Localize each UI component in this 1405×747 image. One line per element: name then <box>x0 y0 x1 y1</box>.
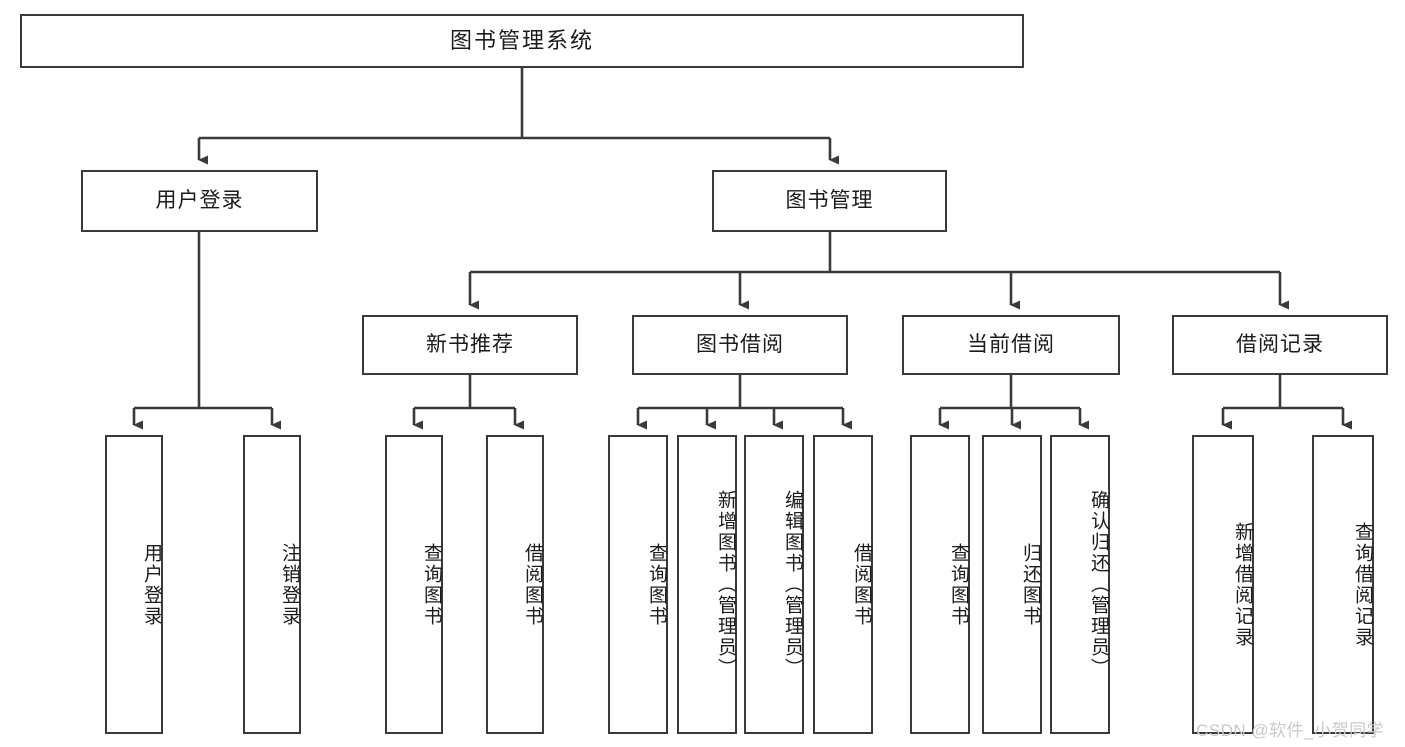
edges-userlogin-to-leaves <box>132 232 281 430</box>
node-leaf-borrow-book-newbook[interactable]: 借阅图书 <box>486 435 544 734</box>
node-leaf-add-borrow-record[interactable]: 新增借阅记录 <box>1192 435 1254 734</box>
edges-borrowrecord-to-leaves <box>1221 375 1352 430</box>
node-leaf-label: 查询图书 <box>646 542 667 627</box>
node-new-book-recommend[interactable]: 新书推荐 <box>362 315 578 375</box>
node-leaf-query-book-current[interactable]: 查询图书 <box>910 435 970 734</box>
node-leaf-label: 确认归还（管理员） <box>1088 490 1109 679</box>
node-leaf-label: 归还图书 <box>1020 542 1041 627</box>
node-leaf-confirm-return-admin[interactable]: 确认归还（管理员） <box>1050 435 1110 734</box>
node-leaf-label: 新增借阅记录 <box>1232 521 1253 648</box>
edges-bookborrow-to-leaves <box>636 375 852 430</box>
node-leaf-label: 查询借阅记录 <box>1352 521 1373 648</box>
node-leaf-query-book-borrow[interactable]: 查询图书 <box>608 435 668 734</box>
edges-currentborrow-to-leaves <box>938 375 1089 430</box>
edges-newbook-to-leaves <box>412 375 524 430</box>
node-leaf-query-book-newbook[interactable]: 查询图书 <box>385 435 443 734</box>
node-leaf-edit-book-admin[interactable]: 编辑图书（管理员） <box>744 435 804 734</box>
node-book-management[interactable]: 图书管理 <box>712 170 947 232</box>
csdn-watermark: CSDN @软件_小贺同学 <box>1196 721 1385 740</box>
node-leaf-label: 借阅图书 <box>851 542 872 627</box>
node-leaf-label: 查询图书 <box>421 542 442 627</box>
node-borrow-record[interactable]: 借阅记录 <box>1172 315 1388 375</box>
node-leaf-label: 编辑图书（管理员） <box>782 490 803 679</box>
node-leaf-label: 新增图书（管理员） <box>715 490 736 679</box>
node-leaf-logout[interactable]: 注销登录 <box>243 435 301 734</box>
node-leaf-return-book[interactable]: 归还图书 <box>982 435 1042 734</box>
node-leaf-add-book-admin[interactable]: 新增图书（管理员） <box>677 435 737 734</box>
node-leaf-label: 查询图书 <box>948 542 969 627</box>
node-leaf-label: 注销登录 <box>279 542 300 627</box>
edges-bookmgmt-to-level3 <box>468 232 1289 310</box>
node-book-borrow[interactable]: 图书借阅 <box>632 315 848 375</box>
node-leaf-borrow-book[interactable]: 借阅图书 <box>813 435 873 734</box>
edges-root-to-level2 <box>197 68 839 165</box>
node-leaf-query-borrow-record[interactable]: 查询借阅记录 <box>1312 435 1374 734</box>
node-leaf-user-login[interactable]: 用户登录 <box>105 435 163 734</box>
node-leaf-label: 用户登录 <box>141 542 162 627</box>
node-leaf-label: 借阅图书 <box>522 542 543 627</box>
node-current-borrow[interactable]: 当前借阅 <box>902 315 1120 375</box>
node-user-login[interactable]: 用户登录 <box>81 170 318 232</box>
node-root-system[interactable]: 图书管理系统 <box>20 14 1024 68</box>
